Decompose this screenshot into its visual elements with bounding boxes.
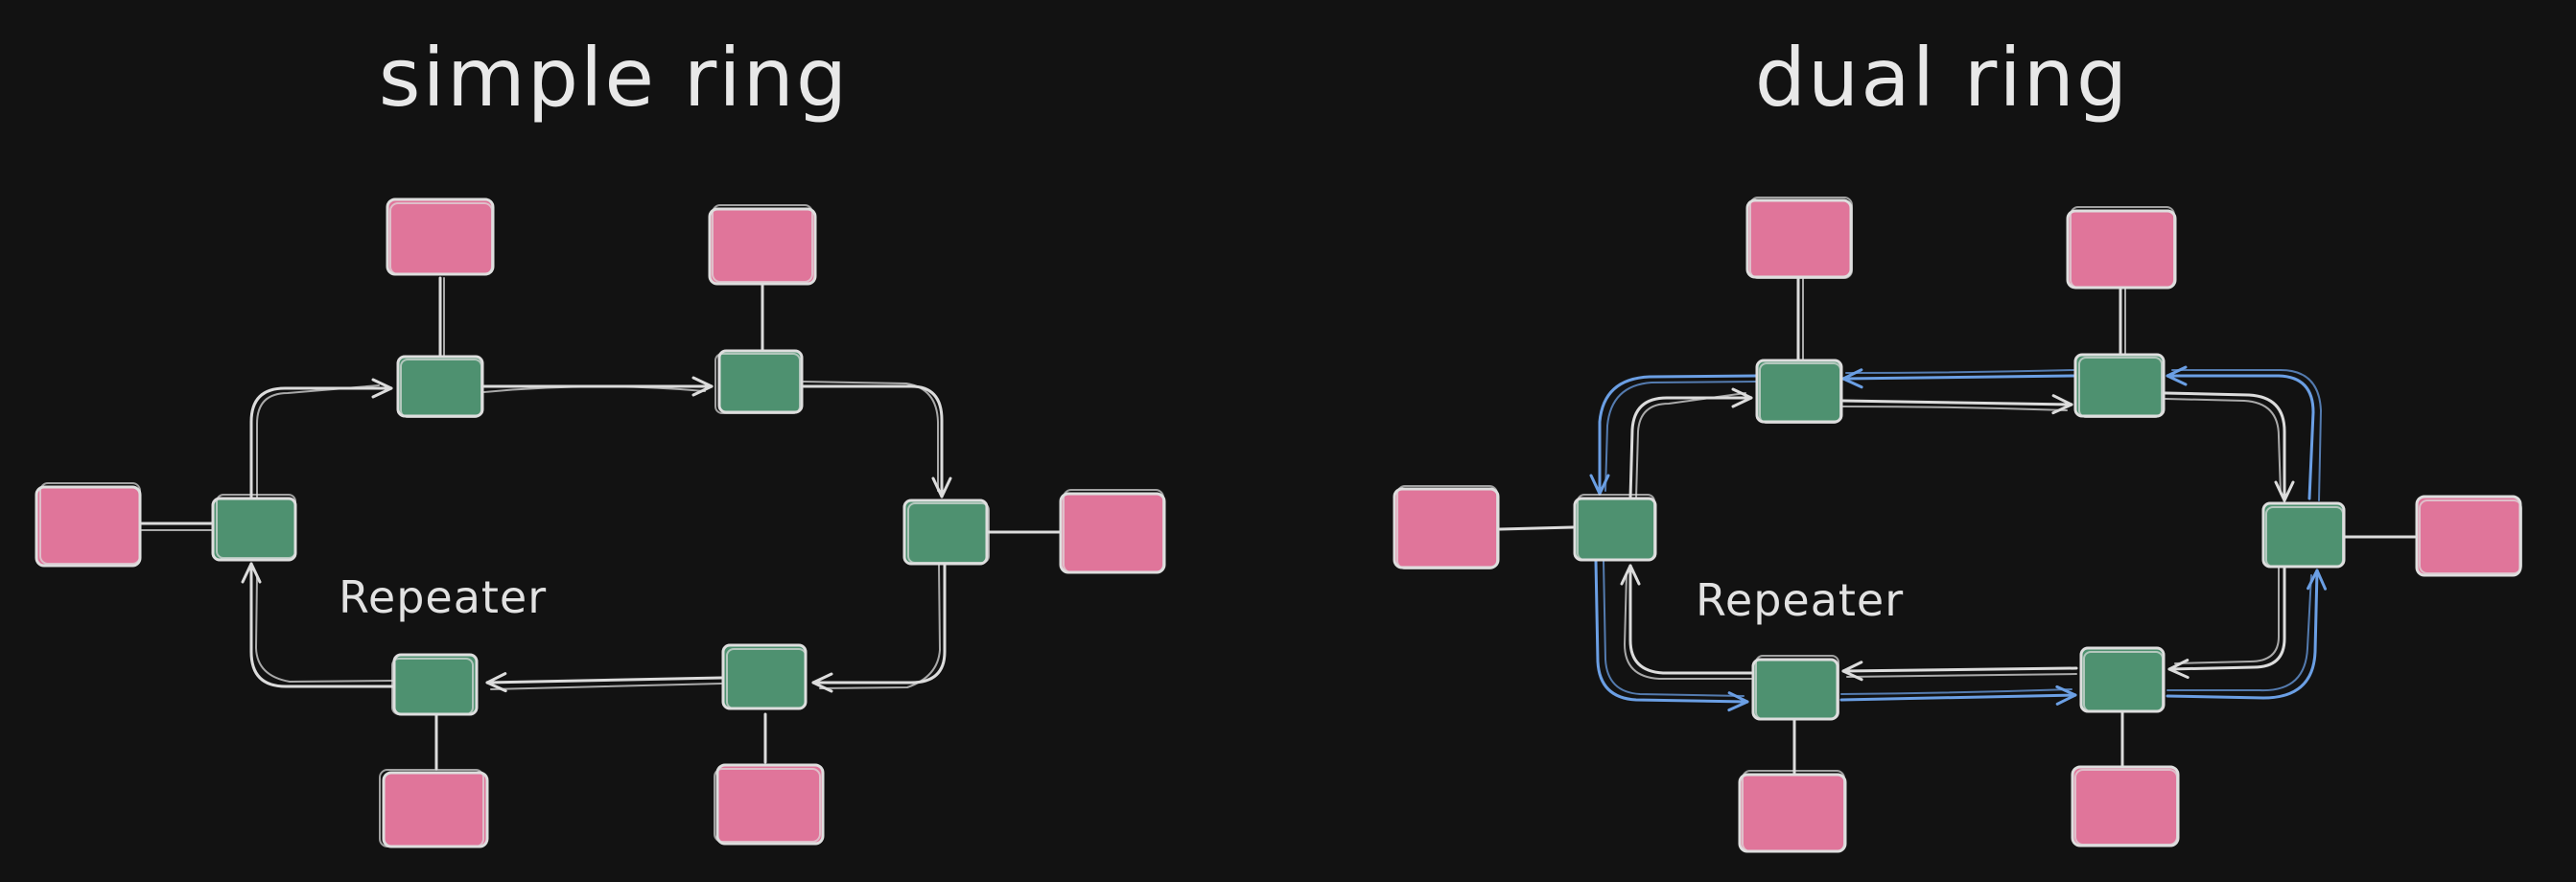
- station-node: [2066, 209, 2177, 290]
- simple-ring-diagram: simple ring: [35, 31, 1166, 848]
- simple-stations: [35, 197, 1166, 848]
- repeater-node: [1573, 497, 1657, 562]
- station-node: [1059, 492, 1166, 574]
- station-node: [382, 771, 489, 848]
- station-node: [35, 485, 142, 568]
- dual-ring-title: dual ring: [1755, 31, 2130, 125]
- station-node: [386, 197, 495, 276]
- repeater-node: [717, 349, 804, 414]
- simple-link-bottomright-to-bottomleft: [485, 672, 723, 693]
- repeater-node: [2079, 646, 2166, 713]
- simple-repeater-label: Repeater: [339, 571, 547, 623]
- simple-link-left-to-topleft: [249, 378, 393, 500]
- station-node: [2071, 765, 2180, 847]
- dual-ring-diagram: dual ring: [1393, 31, 2522, 853]
- simple-station-links: [140, 276, 1061, 771]
- repeater-node: [1751, 658, 1839, 721]
- dual-secondary-ring: [1589, 365, 2328, 712]
- repeater-node: [211, 497, 297, 562]
- simple-link-bottomleft-to-left: [241, 562, 395, 688]
- simple-link-topright-to-right: [802, 384, 952, 499]
- station-node: [1745, 198, 1853, 279]
- station-node: [1393, 487, 1500, 569]
- repeater-node: [392, 653, 479, 716]
- repeater-node: [902, 499, 989, 566]
- repeater-node: [2073, 353, 2166, 418]
- station-node: [2415, 495, 2522, 577]
- dual-stations: [1393, 197, 2522, 853]
- dual-repeaters: [1573, 353, 2346, 721]
- repeater-node: [721, 643, 808, 710]
- repeater-node: [1755, 359, 1843, 424]
- station-node: [715, 763, 825, 846]
- station-node: [708, 207, 817, 286]
- dual-repeater-label: Repeater: [1696, 574, 1904, 626]
- simple-ring-title: simple ring: [379, 31, 849, 125]
- simple-link-right-to-bottomright: [811, 562, 947, 693]
- station-node: [1738, 773, 1847, 853]
- repeater-node: [396, 355, 484, 418]
- dual-primary-ring: [1620, 387, 2295, 682]
- simple-repeaters: [211, 349, 990, 716]
- dual-station-links: [1498, 274, 2417, 775]
- simple-ring-links: [241, 376, 952, 693]
- repeater-node: [2261, 501, 2346, 569]
